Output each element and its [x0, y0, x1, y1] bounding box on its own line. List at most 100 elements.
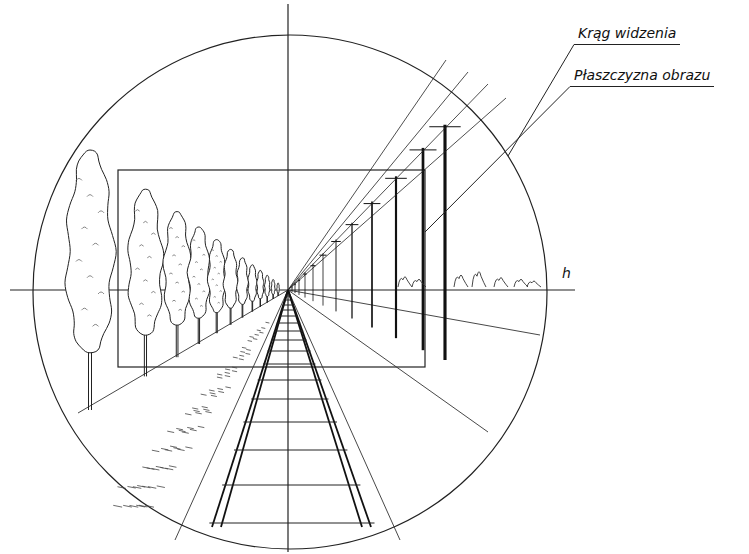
gravel-mark: [233, 357, 238, 359]
foliage-mark: [139, 303, 143, 304]
foliage-mark: [143, 221, 147, 222]
foliage-mark: [175, 282, 178, 283]
gravel-mark: [198, 426, 205, 427]
foliage-mark: [169, 228, 172, 229]
foliage-mark: [198, 247, 201, 249]
gravel-mark: [177, 449, 184, 450]
gravel-mark: [217, 388, 223, 389]
bush: [398, 277, 412, 287]
gravel-mark: [117, 487, 125, 489]
foliage-mark: [147, 256, 151, 257]
gravel-mark: [165, 450, 172, 451]
rail: [288, 290, 362, 527]
sleeper: [271, 340, 306, 341]
rail: [221, 290, 288, 527]
foliage-mark: [212, 249, 214, 251]
tree-crown: [264, 275, 269, 296]
tree-crown: [271, 280, 275, 295]
foliage-mark: [212, 279, 214, 281]
bush: [454, 275, 468, 287]
pole: [443, 125, 446, 360]
gravel-mark: [202, 407, 208, 408]
pole: [351, 223, 352, 319]
gravel-mark: [192, 408, 198, 409]
gravel-mark: [266, 322, 270, 324]
gravel-mark: [170, 446, 177, 447]
tree-crown: [237, 258, 249, 305]
gravel-mark: [245, 353, 250, 355]
pole: [323, 253, 324, 305]
foliage-mark: [175, 237, 178, 238]
tree: [187, 227, 210, 344]
foliage-mark: [179, 264, 182, 265]
foliage-mark: [81, 308, 87, 310]
foliage-mark: [182, 246, 185, 247]
gravel-mark: [194, 410, 200, 411]
trees: [65, 150, 279, 410]
telegraph-pole: [429, 125, 460, 360]
sleeper: [285, 300, 292, 301]
gravel-mark: [148, 487, 156, 489]
callout-label: Krąg widzenia: [574, 24, 680, 45]
pole: [336, 239, 337, 311]
telegraph-pole: [385, 176, 407, 338]
foliage-mark: [87, 195, 93, 197]
foliage-mark: [195, 298, 198, 300]
foliage-mark: [76, 178, 82, 180]
gravel-mark: [203, 409, 209, 410]
gravel-mark: [211, 395, 217, 396]
sleeper: [279, 316, 297, 317]
wires: [288, 60, 506, 290]
foliage-mark: [135, 268, 139, 269]
gravel-mark: [225, 372, 230, 373]
foliage-mark: [172, 300, 175, 301]
gravel-mark: [176, 428, 183, 429]
gravel-mark: [201, 394, 207, 395]
foliage-mark: [195, 261, 198, 263]
gravel-mark: [210, 393, 216, 394]
foliage-mark: [218, 302, 220, 304]
gravel-mark: [161, 448, 168, 449]
ground-line: [175, 290, 288, 540]
foliage-mark: [216, 255, 218, 257]
foliage-mark: [147, 315, 151, 316]
sleeper: [283, 305, 294, 306]
foliage-mark: [143, 280, 147, 281]
gravel-mark: [145, 505, 154, 507]
foliage-mark: [193, 239, 196, 241]
tree-crown: [248, 265, 257, 302]
gravel-mark: [185, 414, 191, 415]
scene: [65, 60, 541, 540]
gravel-mark: [218, 391, 224, 392]
gravel-mark: [261, 327, 265, 329]
foliage-mark: [93, 324, 99, 326]
foliage-mark: [135, 210, 139, 211]
foliage-mark: [220, 290, 222, 292]
foliage-mark: [203, 290, 206, 292]
sleeper: [222, 485, 360, 486]
sleeper: [286, 296, 290, 297]
tree-crown: [257, 270, 264, 298]
gravel-mark: [113, 505, 122, 507]
tree-crown: [65, 150, 116, 353]
gravel-mark: [205, 412, 211, 413]
crossarm: [410, 149, 437, 150]
tree-crown: [187, 227, 210, 318]
crossarm: [320, 255, 327, 256]
tree-crown: [207, 240, 225, 313]
tree: [65, 150, 116, 410]
tree: [271, 280, 275, 300]
gravel-mark: [242, 347, 246, 349]
foliage-mark: [151, 233, 155, 234]
gravel-mark: [253, 338, 257, 340]
gravel-mark: [225, 387, 231, 388]
tree-crown: [128, 189, 164, 335]
gravel: [113, 322, 269, 507]
sleeper: [258, 380, 322, 381]
gravel-mark: [187, 427, 194, 428]
foliage-mark: [172, 255, 175, 256]
foliage-mark: [203, 254, 206, 256]
gravel-mark: [259, 332, 263, 334]
sleeper: [234, 450, 347, 451]
bush: [472, 272, 486, 287]
